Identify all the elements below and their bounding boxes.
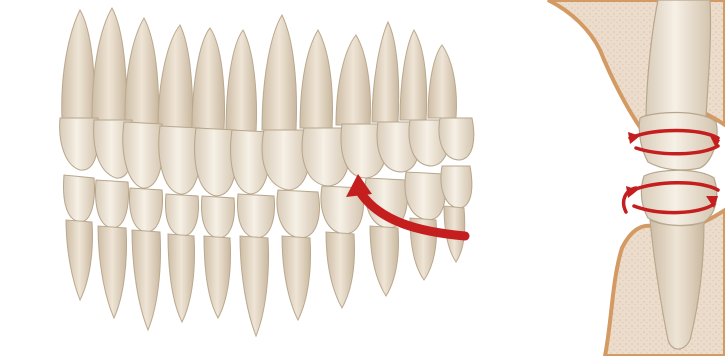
dental-arch-lateral-view — [60, 8, 474, 336]
upper-crown — [639, 113, 717, 171]
lower-crown — [641, 170, 716, 225]
upper-roots — [62, 8, 457, 132]
tooth-crowns-cross-section — [548, 0, 725, 356]
